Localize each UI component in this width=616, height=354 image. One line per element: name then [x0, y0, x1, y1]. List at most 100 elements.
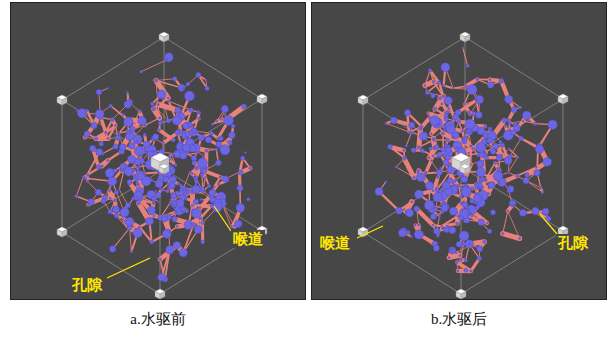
- pore: [86, 180, 89, 183]
- corner-marker: [456, 292, 461, 300]
- pore: [484, 178, 487, 181]
- pore: [431, 160, 433, 162]
- pore: [416, 173, 425, 182]
- pore: [196, 152, 198, 154]
- pore: [424, 200, 434, 210]
- pore: [471, 215, 473, 217]
- pore: [198, 134, 204, 140]
- pore: [140, 154, 142, 156]
- pore: [417, 145, 420, 148]
- pore: [445, 155, 451, 161]
- pore: [508, 155, 512, 159]
- pore: [158, 201, 160, 203]
- pore: [193, 199, 198, 204]
- throat: [503, 211, 508, 234]
- pore: [471, 187, 474, 190]
- pore: [192, 161, 196, 165]
- pore: [153, 215, 155, 217]
- corner-marker: [257, 97, 262, 105]
- pore: [95, 110, 104, 119]
- pore: [428, 69, 432, 73]
- pore: [499, 140, 502, 143]
- pore: [409, 122, 415, 128]
- pore: [120, 208, 129, 217]
- pore: [493, 171, 503, 181]
- pore: [442, 84, 444, 86]
- pore: [205, 79, 207, 81]
- pore: [153, 134, 159, 140]
- pore: [465, 240, 473, 248]
- pore: [199, 207, 201, 209]
- cube-edge: [363, 100, 364, 232]
- pore: [161, 216, 167, 222]
- pore: [420, 125, 423, 128]
- pore: [172, 216, 177, 221]
- pore: [127, 226, 132, 231]
- pore: [519, 209, 526, 216]
- pore: [438, 216, 440, 218]
- pore: [95, 137, 98, 140]
- pore: [405, 144, 408, 147]
- pore: [441, 205, 448, 212]
- pore: [523, 177, 529, 183]
- pore: [138, 110, 141, 113]
- pore: [77, 109, 86, 118]
- pore: [441, 147, 446, 152]
- corner-marker: [452, 158, 461, 172]
- pore: [463, 136, 468, 141]
- pore: [152, 107, 156, 111]
- pore: [166, 190, 170, 194]
- pore: [179, 130, 183, 134]
- pore: [101, 165, 103, 167]
- pore: [96, 89, 102, 95]
- pore: [548, 120, 557, 129]
- pore: [432, 224, 434, 226]
- pore: [166, 246, 174, 254]
- pore: [120, 163, 126, 169]
- pore: [475, 95, 484, 104]
- pore: [464, 259, 467, 262]
- pore: [175, 210, 177, 212]
- pore: [436, 234, 439, 237]
- throat: [141, 60, 166, 72]
- pore: [540, 187, 542, 189]
- pore-network: [375, 47, 557, 273]
- pore: [228, 140, 233, 145]
- cube-edge: [62, 169, 164, 232]
- pore: [459, 231, 469, 241]
- pore: [209, 131, 213, 135]
- pore: [155, 192, 161, 198]
- pore: [505, 125, 507, 127]
- pore: [532, 207, 539, 214]
- pore: [433, 107, 437, 111]
- pore: [215, 148, 218, 151]
- pore: [91, 122, 97, 128]
- pore: [96, 165, 101, 170]
- pore: [432, 155, 434, 157]
- pore: [457, 184, 460, 187]
- corner-marker: [62, 98, 67, 106]
- pore: [84, 131, 90, 137]
- pore: [425, 91, 429, 95]
- pore: [464, 268, 468, 272]
- pore: [192, 128, 197, 133]
- pore: [415, 190, 424, 199]
- pore: [157, 103, 159, 105]
- pore: [137, 201, 141, 205]
- pore: [196, 72, 201, 77]
- pore: [476, 168, 485, 177]
- pore: [237, 185, 243, 191]
- pore: [410, 131, 413, 134]
- pore: [120, 170, 122, 172]
- pore: [457, 215, 459, 217]
- throat: [152, 104, 168, 121]
- pore: [465, 119, 475, 129]
- leader-line: [357, 226, 383, 238]
- pore: [456, 222, 459, 225]
- throat: [510, 138, 521, 156]
- pore: [202, 154, 204, 156]
- cube-edge: [461, 231, 563, 294]
- throat: [464, 104, 470, 114]
- pore: [476, 246, 482, 252]
- pore: [213, 186, 215, 188]
